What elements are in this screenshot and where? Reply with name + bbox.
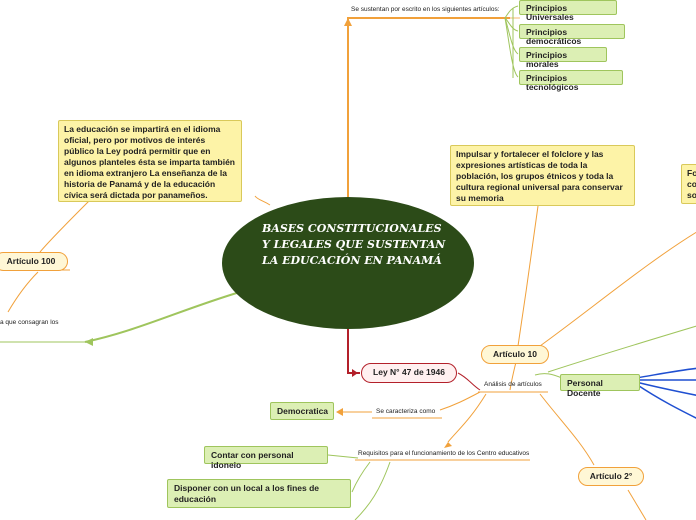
node-articulo-10[interactable]: Artículo 10 [481,345,549,364]
node-folclore[interactable]: Impulsar y fortalecer el folclore y las … [450,145,635,206]
node-personal-idoneo[interactable]: Contar con personal idoneio [204,446,328,470]
node-principios-morales[interactable]: Principios morales [519,47,607,69]
node-principios-democraticos[interactable]: Principios democráticos [519,24,625,46]
node-right-partial[interactable]: Fo con soc [681,164,696,204]
node-idioma-oficial[interactable]: La educación se impartirá en el idioma o… [58,120,242,202]
node-personal-docente[interactable]: Personal Docente [560,374,640,398]
node-ley-47[interactable]: Ley N° 47 de 1946 [361,363,457,383]
node-principios-tecnologicos[interactable]: Principios tecnológicos [519,70,623,92]
node-articulo-100[interactable]: Artículo 100 [0,252,68,271]
left-caption: a que consagran los [0,319,59,326]
requisitos-caption: Requisitos para el funcionamiento de los… [358,450,530,457]
node-democratica[interactable]: Democratica [270,402,334,420]
node-articulo-2[interactable]: Artículo 2° [578,467,644,486]
analisis-caption: Análisis de artículos [484,381,542,388]
central-title: BASES CONSTITUCIONALES Y LEGALES QUE SUS… [262,222,446,267]
democratica-caption: Se caracteriza como [376,408,436,415]
node-local-educacion[interactable]: Disponer con un local a los fines de edu… [167,479,351,508]
node-principios-universales[interactable]: Principios Universales [519,0,617,22]
top-caption: Se sustentan por escrito en los siguient… [351,6,500,13]
central-node[interactable] [222,197,474,329]
